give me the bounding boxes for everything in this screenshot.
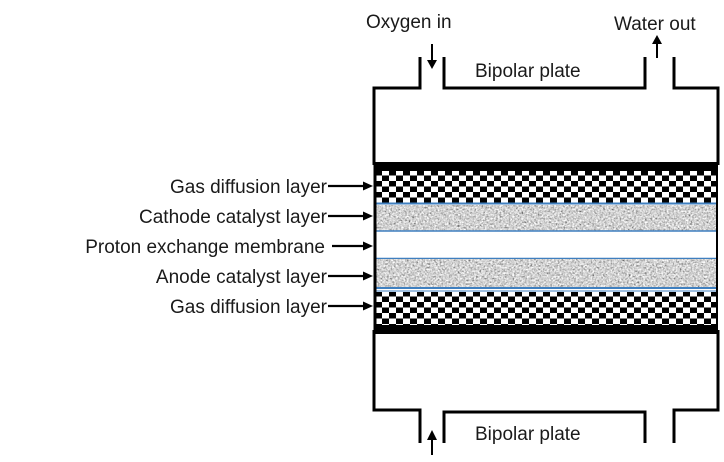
bottom-bipolar-plate-outline [372,330,720,443]
arrow-right-icon [363,181,373,191]
bottom-plate-channel [442,410,647,443]
hydrogen-in-arrow [427,430,437,455]
layer-label-anode-catalyst: Anode catalyst layer [156,267,373,288]
oxygen-in-label: Oxygen in [366,12,452,33]
layer-cathode-catalyst [376,205,716,231]
bottom-left-wall [372,330,422,443]
layer-label-text: Proton exchange membrane [85,237,325,258]
bottom-bipolar-plate-label: Bipolar plate [475,424,581,445]
layer-label-text: Gas diffusion layer [170,297,328,318]
oxygen-in-arrow [427,44,437,69]
layer-anode-catalyst [376,259,716,287]
layer-label-cathode-catalyst: Cathode catalyst layer [139,207,373,228]
water-out-label: Water out [614,14,696,35]
arrow-right-icon [363,301,373,311]
bottom-black-band [374,325,718,334]
layer-gdl-bottom [376,292,716,325]
top-right-wall [672,57,720,165]
bottom-right-wall [672,330,720,443]
arrow-right-icon [363,211,373,221]
layer-gdl-top [376,171,716,203]
layer-label-membrane: Proton exchange membrane [85,237,373,258]
layer-label-gdl-top: Gas diffusion layer [170,177,373,198]
layer-label-text: Anode catalyst layer [156,267,328,288]
layer-label-text: Gas diffusion layer [170,177,328,198]
layer-label-text: Cathode catalyst layer [139,207,328,228]
top-black-band [374,162,718,171]
layer-label-gdl-bottom: Gas diffusion layer [170,297,373,318]
mea-layer-stack [373,162,718,334]
top-bipolar-plate-label: Bipolar plate [475,61,581,82]
top-plate-channel [442,57,647,90]
water-out-arrow [652,35,662,58]
top-left-wall [372,57,422,165]
top-bipolar-plate-outline [372,57,720,165]
layer-membrane [376,232,716,258]
arrow-right-icon [363,271,373,281]
arrow-right-icon [363,241,373,251]
